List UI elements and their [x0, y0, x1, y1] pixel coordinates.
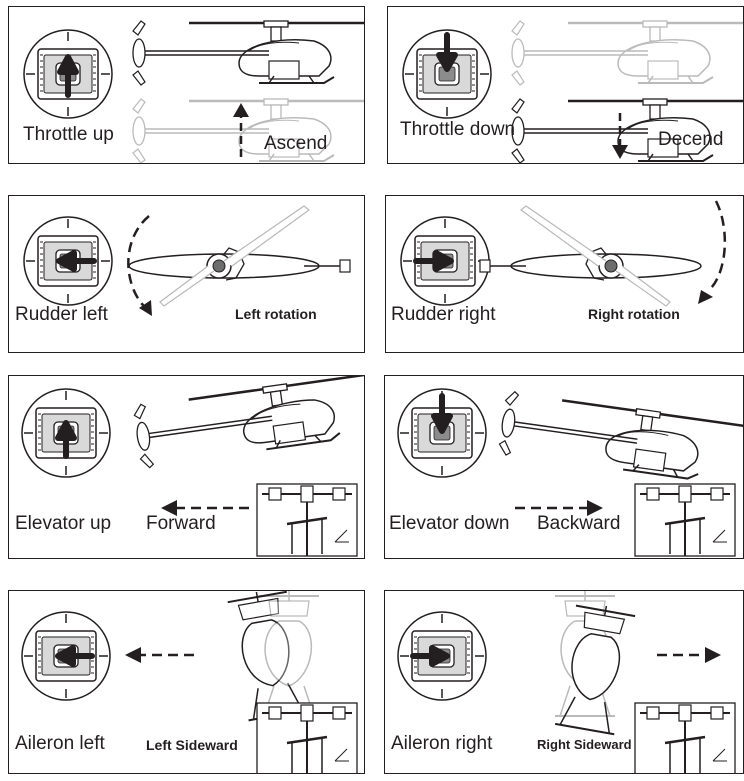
rudder-right-illustration: [400, 200, 727, 307]
control-label: Elevator down: [389, 513, 510, 534]
action-label: Ascend: [264, 133, 328, 154]
action-label: Decend: [658, 129, 724, 150]
action-label: Left rotation: [235, 306, 317, 322]
swashplate-detail-icon: [255, 701, 359, 773]
swashplate-detail-icon: [633, 701, 737, 773]
panel-aileron-left: Aileron left Left Sideward: [8, 590, 365, 774]
action-label: Right rotation: [588, 306, 680, 322]
action-label: Forward: [146, 513, 216, 534]
helicopter-icon: [496, 389, 743, 490]
swashplate-detail-icon: [633, 482, 737, 558]
control-label: Rudder right: [391, 304, 496, 325]
panel-aileron-right: Aileron right Right Sideward: [384, 590, 744, 774]
control-label: Elevator up: [15, 513, 112, 534]
aileron-right-illustration: [397, 591, 737, 773]
elevator-down-illustration: [397, 388, 743, 558]
aileron-left-illustration: [21, 591, 359, 773]
helicopter-icon: [131, 19, 364, 87]
action-label: Right Sideward: [537, 737, 632, 752]
panel-rudder-left: Rudder left Left rotation: [8, 195, 365, 353]
helicopter-icon: [128, 205, 351, 307]
rudder-left-illustration: [23, 205, 351, 316]
action-label: Backward: [537, 513, 621, 534]
panel-throttle-up: Throttle up Ascend: [8, 6, 365, 164]
throttle-down-illustration: [402, 19, 743, 163]
panel-elevator-down: Elevator down Backward: [384, 375, 744, 559]
control-label: Aileron right: [391, 733, 493, 754]
control-label: Throttle up: [23, 124, 114, 145]
panel-elevator-up: Elevator up Forward: [8, 375, 365, 559]
control-label: Aileron left: [15, 733, 105, 754]
elevator-up-illustration: [21, 376, 364, 558]
swashplate-detail-icon: [255, 482, 359, 558]
panel-throttle-down: Throttle down Decend: [387, 6, 744, 164]
control-label: Rudder left: [15, 304, 108, 325]
helicopter-icon: [479, 205, 702, 307]
action-label: Left Sideward: [146, 737, 238, 753]
helicopter-icon: [131, 376, 364, 471]
throttle-up-illustration: [23, 19, 364, 163]
panel-rudder-right: Rudder right Right rotation: [385, 195, 744, 353]
control-label: Throttle down: [400, 119, 516, 140]
